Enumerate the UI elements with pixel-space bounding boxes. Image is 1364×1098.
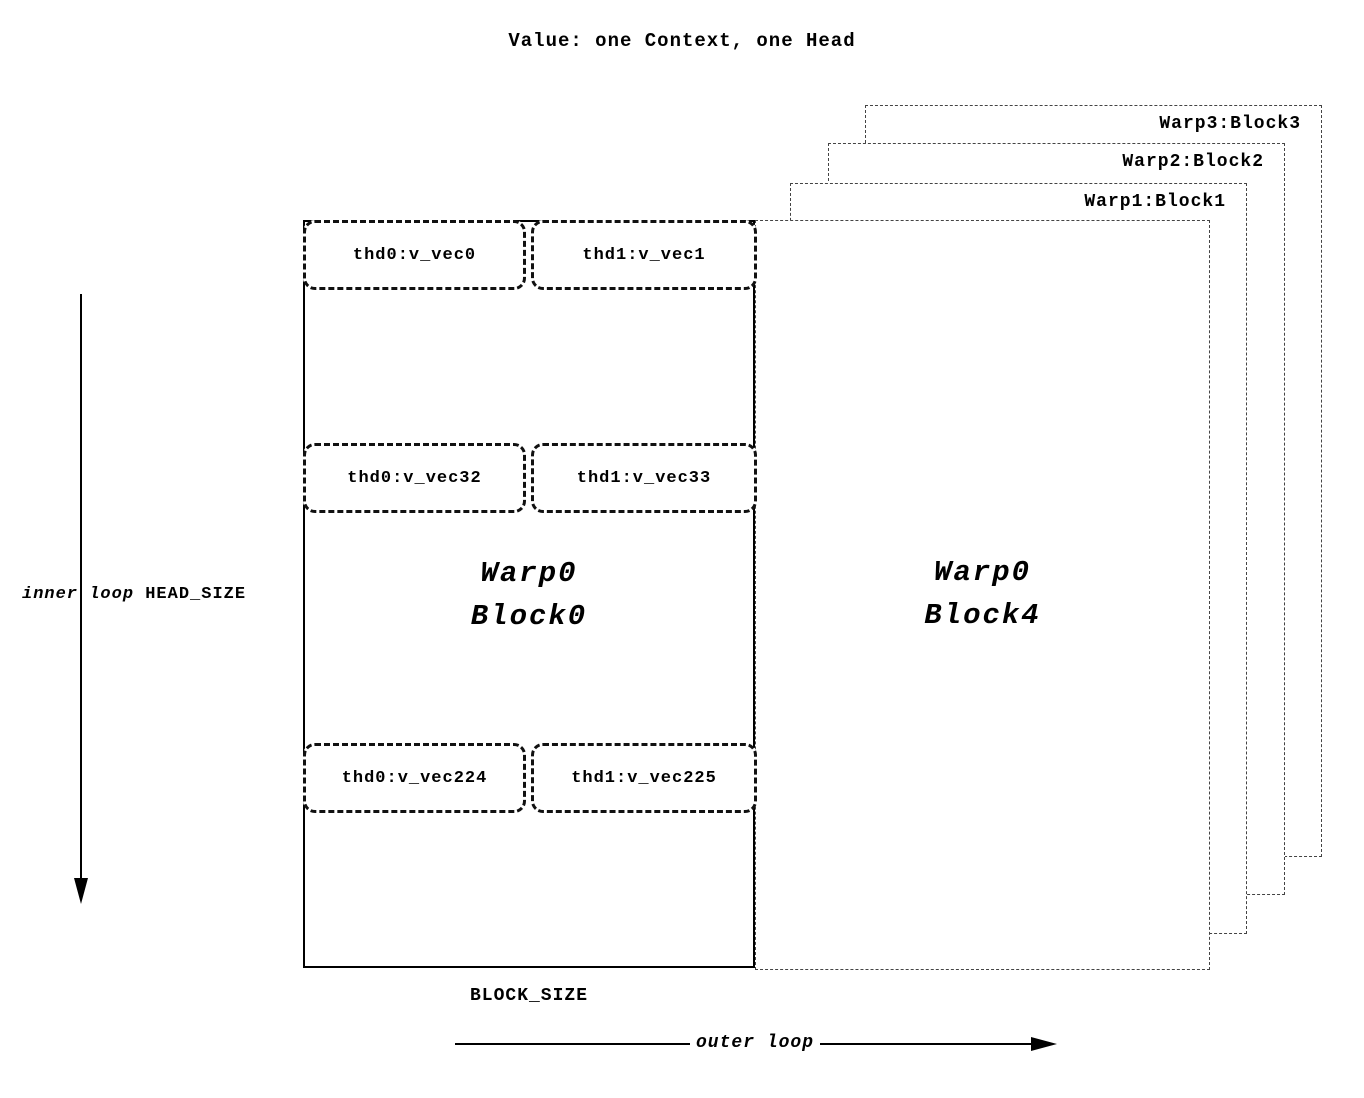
thread-cell: thd1:v_vec33: [531, 443, 757, 513]
head-size-text: HEAD_SIZE: [145, 585, 247, 604]
inner-loop-label: inner loop HEAD_SIZE: [22, 585, 292, 604]
block4-panel: Warp0 Block4: [755, 220, 1210, 970]
diagram-title: Value: one Context, one Head: [508, 30, 856, 52]
thread-cell-row: thd0:v_vec0 thd1:v_vec1: [303, 220, 757, 296]
block0-panel: thd0:v_vec0 thd1:v_vec1 thd0:v_vec32 thd…: [303, 220, 757, 968]
layer-label-warp3-block3: Warp3:Block3: [1159, 114, 1301, 134]
layer-label-warp2-block2: Warp2:Block2: [1122, 152, 1264, 172]
thread-cell: thd0:v_vec0: [303, 220, 526, 290]
block0-name-line2: Block0: [470, 600, 588, 633]
block4-name-line2: Block4: [924, 599, 1041, 632]
thread-cell: thd1:v_vec225: [531, 743, 757, 813]
block4-name-line1: Warp0: [933, 556, 1031, 589]
block-size-label: BLOCK_SIZE: [469, 986, 589, 1006]
thread-cell-row: thd0:v_vec32 thd1:v_vec33: [303, 443, 757, 519]
thread-cell: thd0:v_vec224: [303, 743, 526, 813]
thread-cell: thd1:v_vec1: [531, 220, 757, 290]
layer-label-warp1-block1: Warp1:Block1: [1084, 192, 1226, 212]
inner-loop-arrow: [74, 294, 88, 904]
block0-name: Warp0 Block0: [305, 552, 753, 638]
inner-loop-text: inner loop: [22, 585, 135, 604]
thread-cell-row: thd0:v_vec224 thd1:v_vec225: [303, 743, 757, 819]
thread-cell: thd0:v_vec32: [303, 443, 526, 513]
block0-name-line1: Warp0: [480, 557, 578, 590]
block4-name: Warp0 Block4: [756, 551, 1209, 637]
outer-loop-label: outer loop: [690, 1033, 821, 1053]
